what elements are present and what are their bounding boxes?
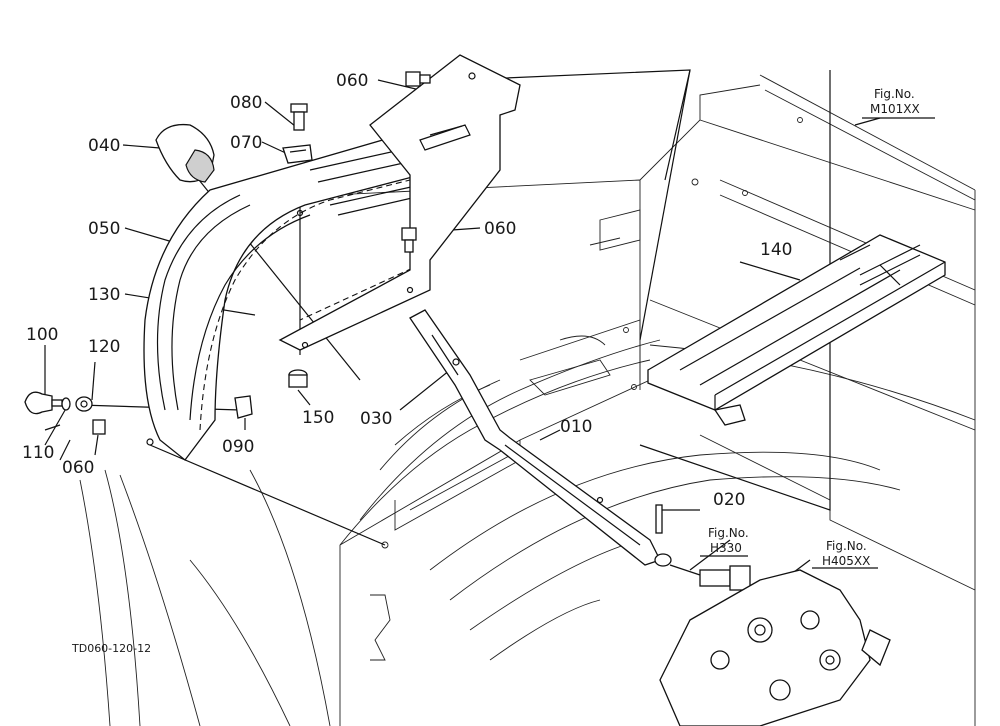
callout-labels: 060 080 070 040 050 060 130 100 120 110 … [22,71,792,510]
figref-h330-line2: H330 [710,541,742,555]
lever-010-030 [409,309,672,567]
callout-060c: 060 [62,458,94,478]
callout-130: 130 [88,285,120,305]
callout-140: 140 [760,240,792,260]
callout-060a: 060 [336,71,368,91]
plate-140 [647,234,946,411]
clip-070 [282,144,313,164]
hardware [24,71,663,534]
valve-assembly [659,404,891,726]
figref-h405-line2: H405XX [822,554,870,568]
callout-110: 110 [22,443,54,463]
figure-references: Fig.No. M101XX Fig.No. H330 Fig.No. H405… [700,87,935,569]
callout-100: 100 [26,325,58,345]
bolt-060-top [405,71,421,87]
callout-010: 010 [560,417,592,437]
washer-110 [61,397,71,411]
bolt-080 [290,103,308,113]
callout-080: 080 [230,93,262,113]
bracket-plate [278,54,521,351]
callout-030: 030 [360,409,392,429]
callout-150: 150 [302,408,334,428]
figref-h330-line1: Fig.No. [708,526,749,540]
guide-plate-050 [143,134,431,461]
figref-h405-line1: Fig.No. [826,539,867,553]
figref-m101-line2: M101XX [870,102,920,116]
callout-050: 050 [88,219,120,239]
bolt-060-mid [401,227,417,241]
drawing-code: TD060-120-12 [71,642,151,655]
callout-090: 090 [222,437,254,457]
bolt-060-low [92,419,106,435]
figref-m101-line1: Fig.No. [874,87,915,101]
callout-120: 120 [88,337,120,357]
callout-060b: 060 [484,219,516,239]
washer-120 [75,396,93,412]
callout-020: 020 [713,490,745,510]
callout-040: 040 [88,136,120,156]
knob-100 [24,391,53,415]
nut-090 [234,395,253,419]
pin-020 [655,504,663,534]
callout-070: 070 [230,133,262,153]
